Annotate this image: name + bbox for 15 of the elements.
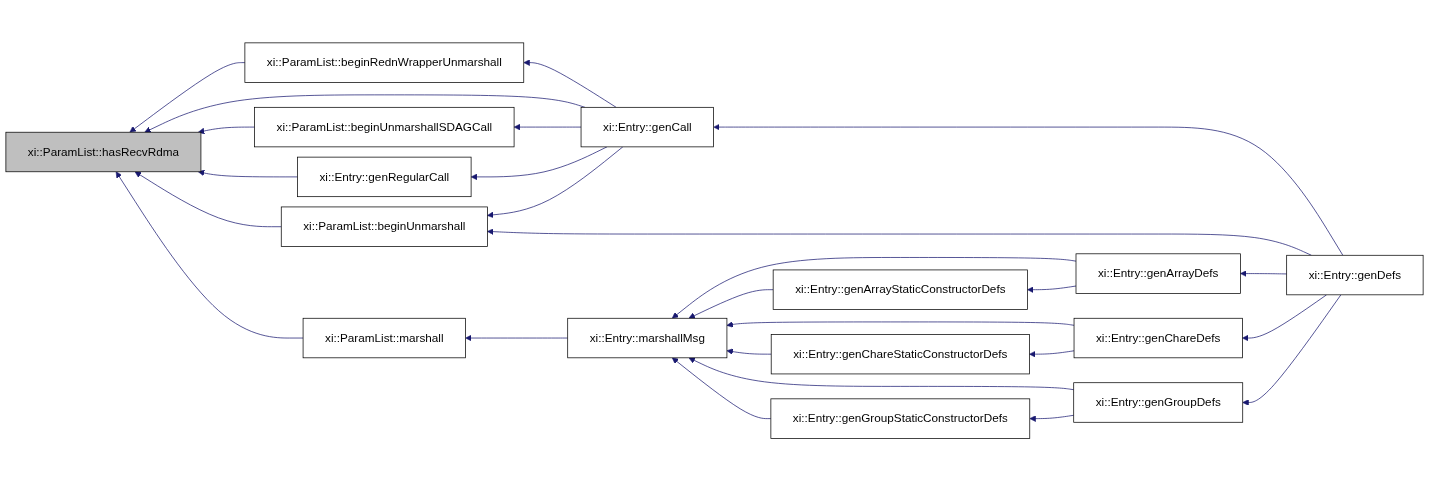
node-box: xi::ParamList::beginUnmarshall [280, 206, 488, 247]
node-box: xi::Entry::genArrayStaticConstructorDefs [772, 269, 1028, 310]
node-box: xi::Entry::marshallMsg [567, 317, 728, 359]
node-box: xi::ParamList::beginRednWrapperUnmarshall [244, 42, 525, 83]
node-box: xi::ParamList::beginUnmarshallSDAGCall [254, 106, 515, 148]
node-box: xi::Entry::genArrayDefs [1075, 253, 1241, 294]
node-box: xi::Entry::genCall [580, 106, 714, 148]
node-box: xi::Entry::genGroupDefs [1073, 382, 1244, 423]
node-box: xi::Entry::genGroupStaticConstructorDefs [770, 398, 1031, 439]
node-box: xi::ParamList::hasRecvRdma [5, 131, 202, 172]
node-box: xi::Entry::genDefs [1286, 254, 1424, 296]
node-box: xi::ParamList::marshall [302, 317, 466, 359]
node-box: xi::Entry::genRegularCall [297, 156, 472, 197]
node-box: xi::Entry::genChareDefs [1073, 317, 1243, 359]
node-box: xi::Entry::genChareStaticConstructorDefs [770, 333, 1030, 375]
